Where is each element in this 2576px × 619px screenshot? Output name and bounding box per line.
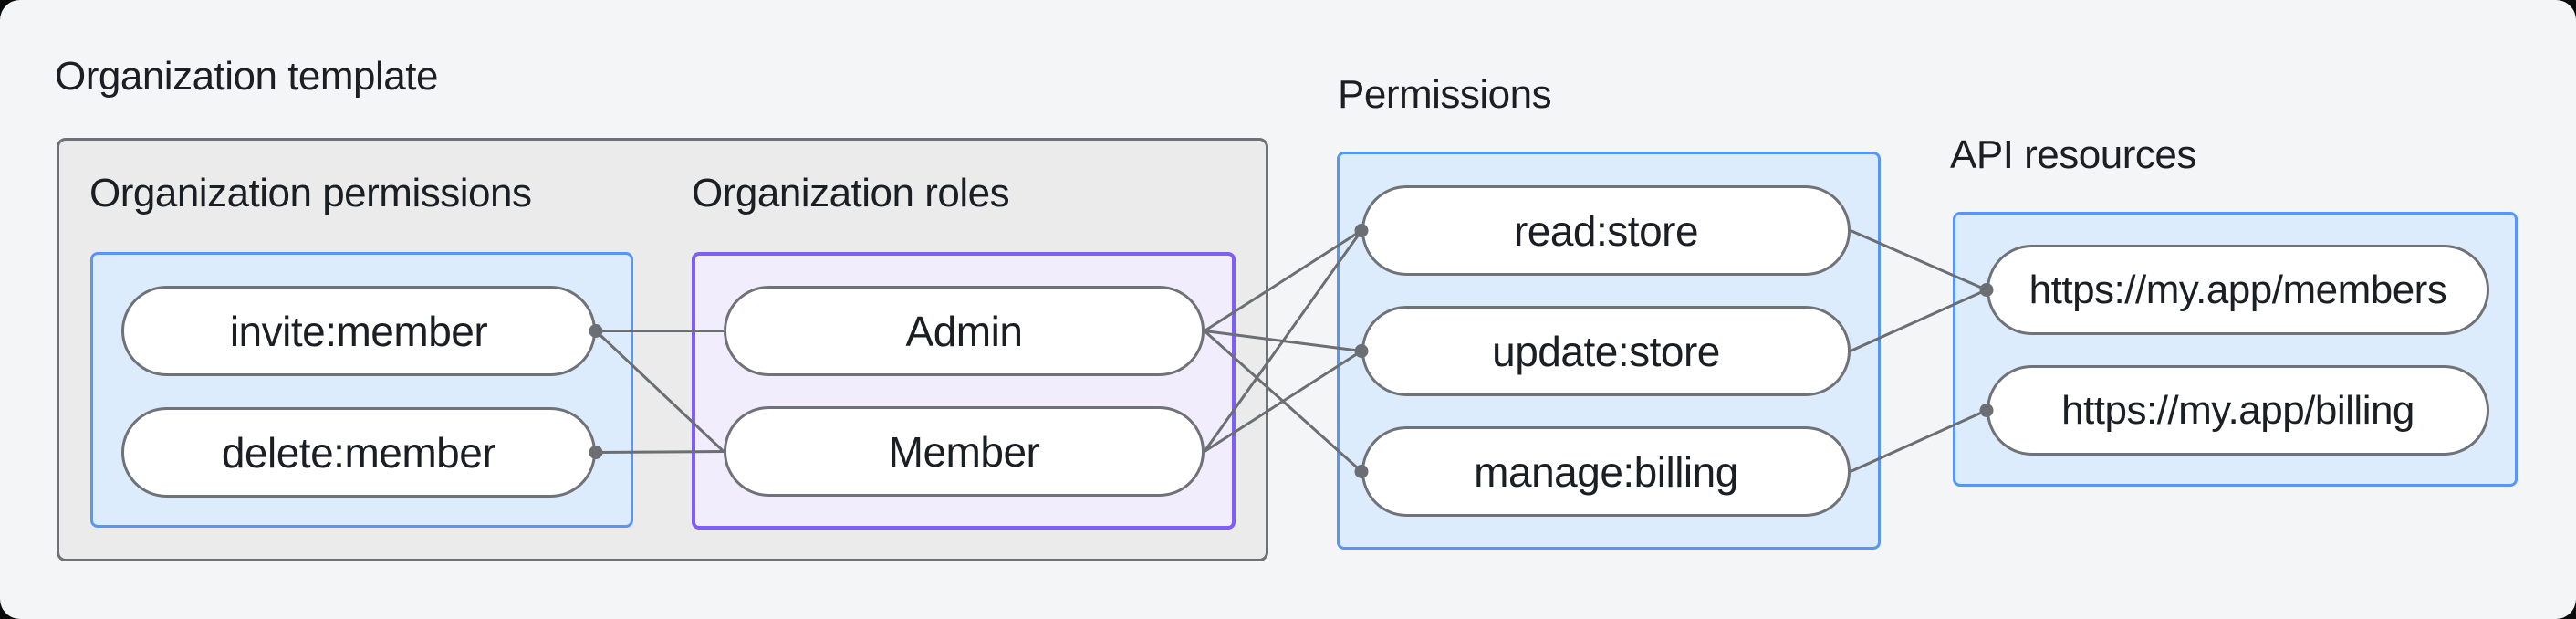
pill-admin: Admin xyxy=(724,286,1205,376)
org-template-box: Organization permissions invite:member d… xyxy=(57,138,1268,561)
api-resources-box: https://my.app/members https://my.app/bi… xyxy=(1953,212,2518,487)
pill-label: update:store xyxy=(1492,327,1720,375)
api-resources-label: API resources xyxy=(1950,132,2196,177)
pill-label: invite:member xyxy=(229,307,488,355)
pill-label: delete:member xyxy=(221,428,496,477)
pill-update-store: update:store xyxy=(1361,306,1851,396)
org-template-title: Organization template xyxy=(55,54,438,99)
permissions-box: read:store update:store manage:billing xyxy=(1337,152,1881,550)
pill-label: https://my.app/members xyxy=(2028,267,2447,312)
pill-label: Admin xyxy=(905,307,1023,355)
org-roles-box: Admin Member xyxy=(692,252,1236,530)
pill-api-members: https://my.app/members xyxy=(1987,245,2489,335)
pill-api-billing: https://my.app/billing xyxy=(1987,365,2489,456)
pill-member: Member xyxy=(724,406,1205,497)
org-permissions-box: invite:member delete:member xyxy=(90,252,633,528)
pill-manage-billing: manage:billing xyxy=(1361,426,1851,517)
pill-label: read:store xyxy=(1513,206,1699,255)
permissions-label: Permissions xyxy=(1338,72,1552,117)
org-permissions-label: Organization permissions xyxy=(89,171,532,215)
pill-read-store: read:store xyxy=(1361,185,1851,276)
pill-label: manage:billing xyxy=(1474,447,1738,496)
pill-invite-member: invite:member xyxy=(121,286,596,376)
org-roles-label: Organization roles xyxy=(692,171,1010,215)
pill-label: Member xyxy=(888,427,1040,476)
pill-delete-member: delete:member xyxy=(121,407,596,498)
pill-label: https://my.app/billing xyxy=(2061,387,2414,433)
